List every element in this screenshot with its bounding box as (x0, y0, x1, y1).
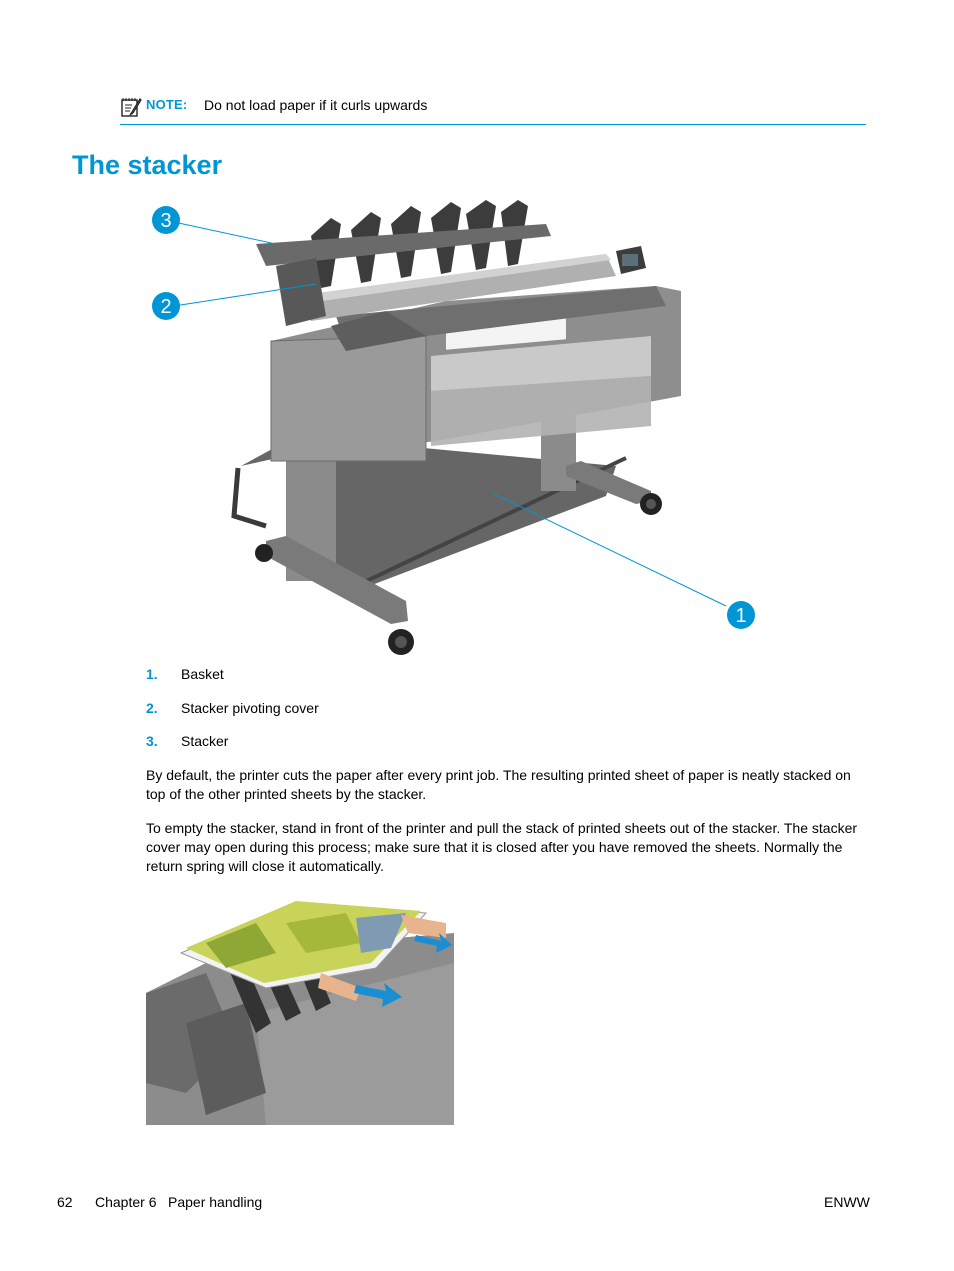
legend-label: Basket (181, 666, 224, 682)
body-paragraph: To empty the stacker, stand in front of … (146, 820, 858, 874)
page-number: 62 (57, 1194, 73, 1210)
legend-number: 3. (146, 733, 158, 749)
note-pencil-icon (121, 98, 142, 117)
note-label: NOTE: (146, 97, 188, 112)
section-heading: The stacker (72, 150, 223, 180)
note-text: Do not load paper if it curls upwards (204, 97, 428, 113)
legend-label: Stacker pivoting cover (181, 700, 319, 716)
body-paragraph: By default, the printer cuts the paper a… (146, 767, 851, 802)
footer-chapter: Chapter 6 (95, 1194, 157, 1210)
svg-text:3: 3 (160, 210, 171, 232)
callout-1: 1 (727, 601, 755, 629)
printer-body-illustration (270, 246, 681, 462)
footer-section: Paper handling (168, 1194, 263, 1210)
stacker-cover-illustration (276, 258, 326, 326)
legend-label: Stacker (181, 733, 229, 749)
legend-number: 1. (146, 666, 158, 682)
svg-text:2: 2 (160, 296, 171, 318)
pull-arrow-icon (354, 933, 452, 1007)
callout-3: 3 (152, 206, 180, 234)
printer-illustration: 3 2 1 (152, 200, 755, 655)
callout-2: 2 (152, 292, 180, 320)
stacker-removal-illustration (146, 893, 454, 1125)
svg-text:1: 1 (735, 605, 746, 627)
legend-number: 2. (146, 700, 158, 716)
paper-stack-illustration (179, 901, 428, 989)
footer-locale: ENWW (824, 1194, 870, 1210)
hands-illustration (318, 915, 446, 1001)
stacker-frame-illustration (256, 224, 551, 266)
callout-lines (173, 221, 727, 607)
note-box: NOTE: Do not load paper if it curls upwa… (120, 94, 866, 125)
